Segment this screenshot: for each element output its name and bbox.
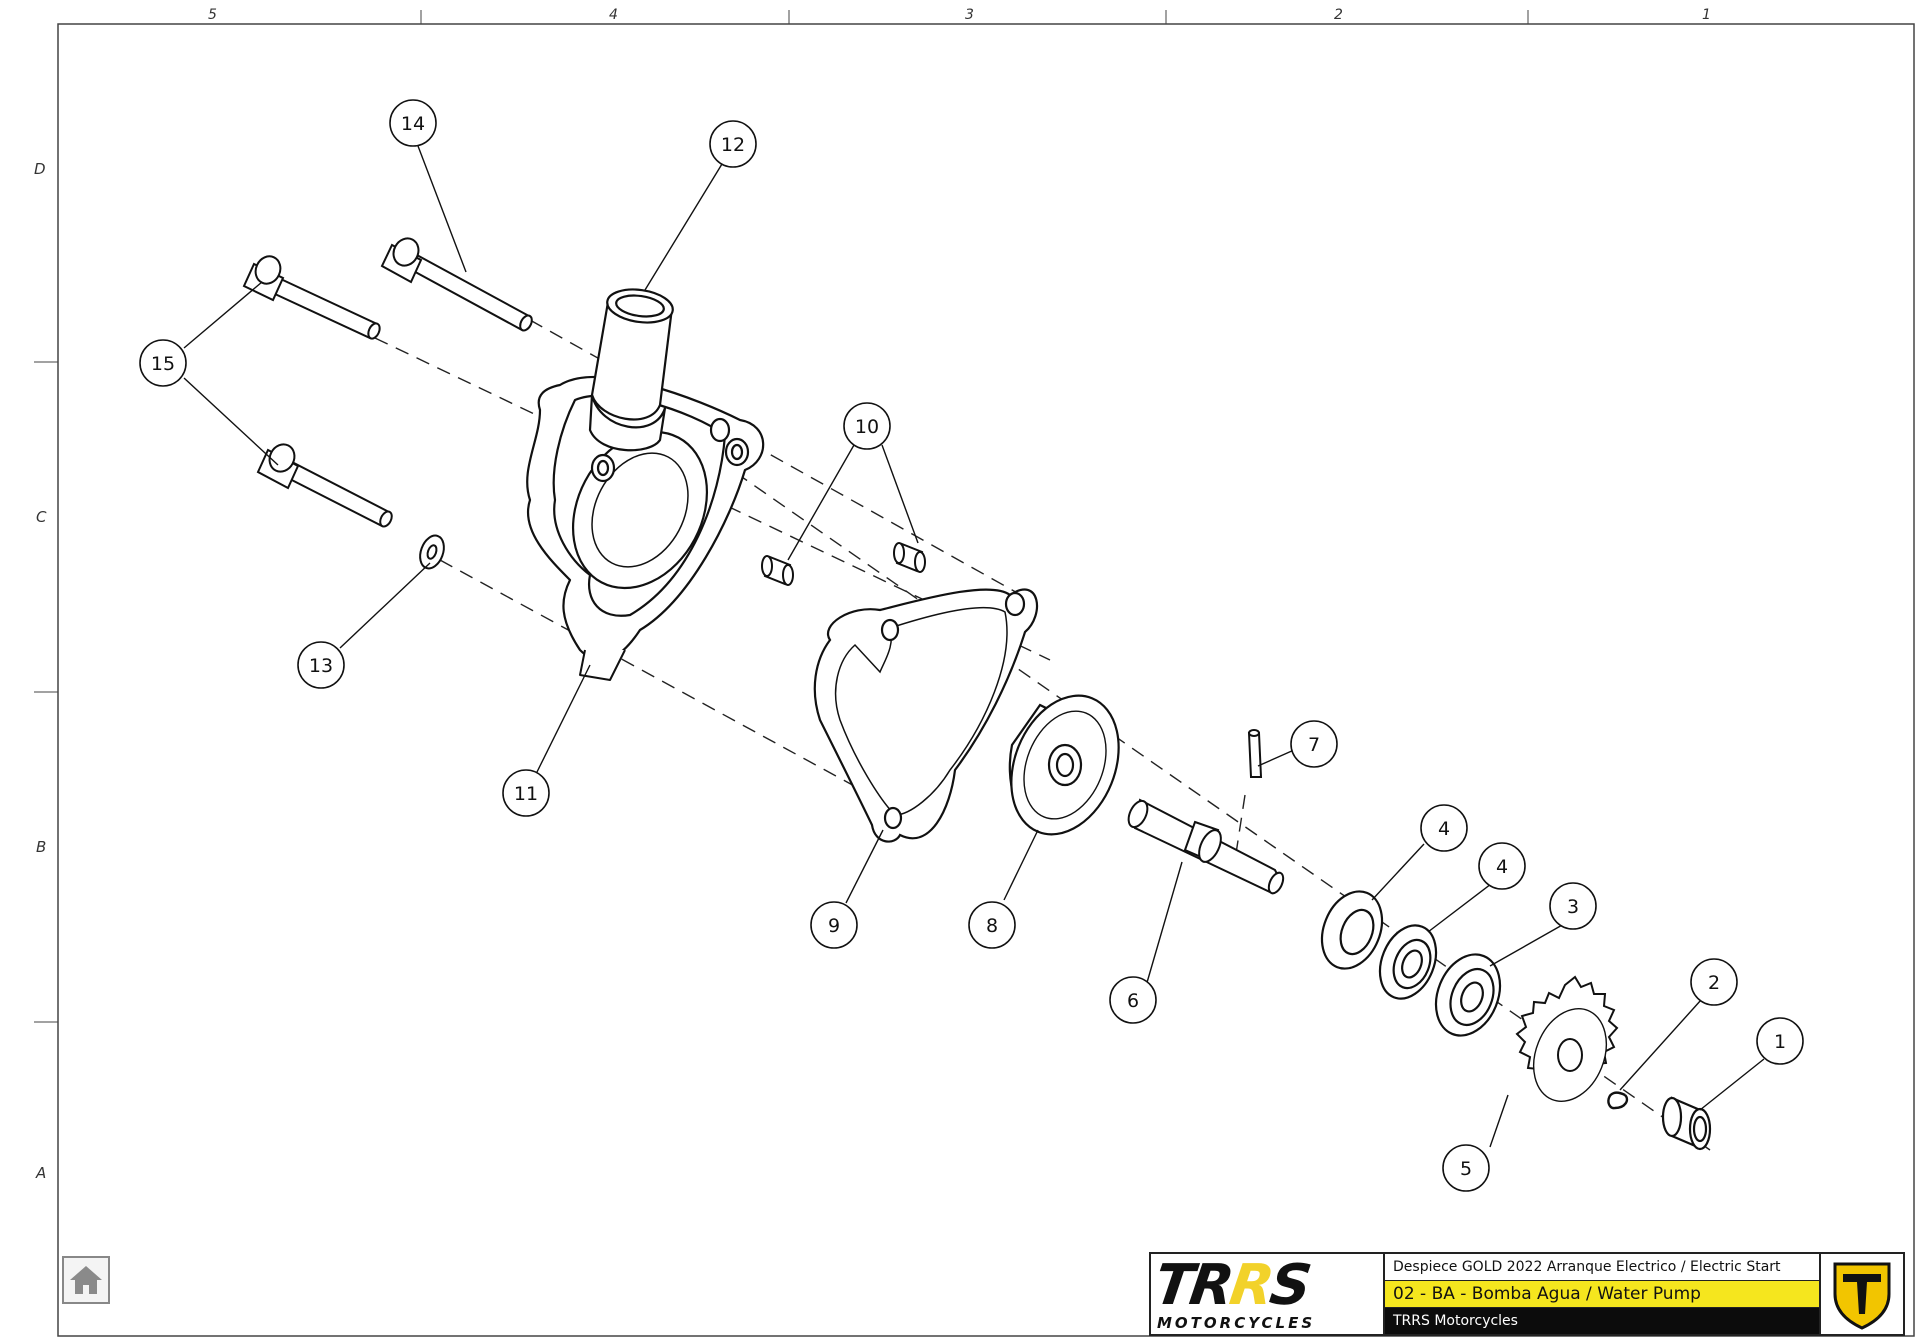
part-2-circlip [1607, 1091, 1629, 1110]
callout-4b: 4 [1496, 856, 1508, 878]
zone-row-b: B [36, 838, 46, 856]
zone-row-d: D [34, 160, 46, 178]
home-button[interactable] [62, 1256, 110, 1304]
part-3-bearing [1434, 953, 1502, 1037]
part-5-gear [1515, 975, 1619, 1102]
callout-9: 9 [828, 915, 840, 937]
callout-14: 14 [401, 113, 425, 135]
callout-7: 7 [1308, 734, 1320, 756]
zone-row-c: C [36, 508, 47, 526]
part-13-washer [419, 534, 445, 570]
part-10-dowel-pins [761, 542, 926, 586]
trrs-logo: TRRS MOTORCYCLES [1150, 1253, 1385, 1334]
callout-5: 5 [1460, 1158, 1472, 1180]
drawing-description: Despiece GOLD 2022 Arranque Electrico / … [1385, 1254, 1819, 1281]
drawing-frame [57, 23, 1915, 1337]
callout-15: 15 [151, 353, 175, 375]
logo-suffix: S [1265, 1253, 1313, 1318]
callout-12: 12 [721, 134, 745, 156]
company-name: TRRS Motorcycles [1385, 1308, 1819, 1334]
logo-subtitle: MOTORCYCLES [1157, 1314, 1316, 1332]
part-group-title: 02 - BA - Bomba Agua / Water Pump [1385, 1281, 1819, 1308]
trrs-logo-wordmark: TRRS [1150, 1253, 1313, 1318]
part-1-bushing [1661, 1096, 1712, 1151]
callout-10: 10 [855, 416, 879, 438]
zone-col-1: 1 [1702, 7, 1711, 23]
zone-ticks [34, 10, 1529, 1023]
trrs-shield-emblem [1821, 1254, 1903, 1334]
shield-icon [1833, 1262, 1891, 1330]
callout-3: 3 [1567, 896, 1579, 918]
zone-col-4: 4 [609, 7, 618, 23]
callout-1: 1 [1774, 1031, 1786, 1053]
zone-col-5: 5 [208, 7, 217, 23]
callout-13: 13 [309, 655, 333, 677]
zone-row-a: A [35, 1164, 46, 1182]
part-11-pump-cover [526, 376, 765, 681]
callout-4a: 4 [1438, 818, 1450, 840]
part-12-hose-spigot [588, 288, 674, 452]
title-block: TRRS MOTORCYCLES Despiece GOLD 2022 Arra… [1149, 1252, 1905, 1336]
callout-numbers: 14 12 15 10 13 11 9 8 7 6 4 4 3 2 1 5 [151, 113, 1786, 1180]
callout-8: 8 [986, 915, 998, 937]
part-14-screw [380, 237, 533, 332]
title-block-text: Despiece GOLD 2022 Arranque Electrico / … [1385, 1254, 1821, 1334]
part-9-gasket [813, 588, 1039, 843]
leader-lines [183, 145, 1765, 1148]
part-15-screw-lower [256, 443, 393, 528]
callout-balloons [139, 99, 1804, 1192]
logo-prefix: TR [1150, 1253, 1235, 1318]
home-icon [70, 1266, 102, 1294]
part-4-seal-a [1320, 890, 1384, 970]
zone-col-2: 2 [1334, 7, 1343, 23]
zone-col-3: 3 [965, 7, 974, 23]
part-4-seal-b [1378, 924, 1438, 1000]
callout-2: 2 [1708, 972, 1720, 994]
part-8-impeller [1008, 694, 1120, 836]
part-6-shaft [1127, 798, 1285, 895]
callout-11: 11 [514, 783, 538, 805]
part-15-screw-upper [242, 255, 381, 340]
callout-6: 6 [1127, 990, 1139, 1012]
part-7-pin [1247, 729, 1263, 778]
